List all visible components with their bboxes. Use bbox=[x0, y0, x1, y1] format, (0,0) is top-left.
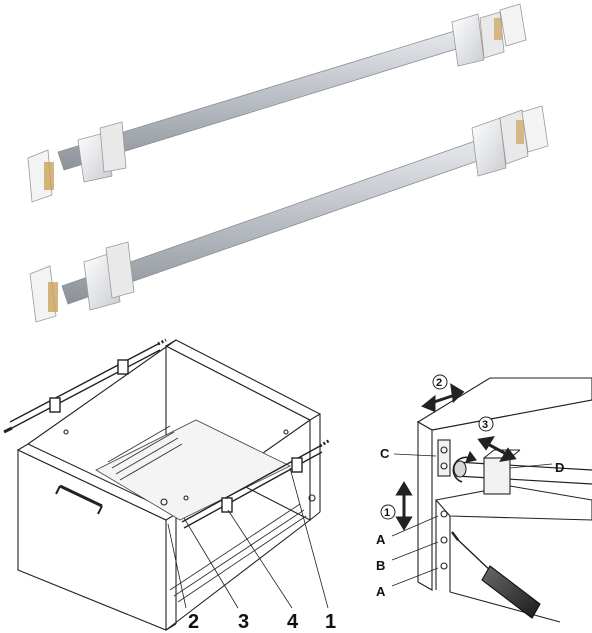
detail-arrow-2-label: 2 bbox=[436, 377, 442, 389]
rod-photo bbox=[27, 3, 549, 323]
detail-arrow-1-label: 1 bbox=[384, 507, 390, 519]
rod-clip-d bbox=[483, 457, 511, 495]
point-c: C bbox=[380, 446, 390, 461]
callout-4: 4 bbox=[287, 611, 299, 633]
detail-drawing bbox=[391, 377, 592, 623]
arrow-2 bbox=[421, 383, 465, 413]
upper-stabilizer-rod bbox=[3, 338, 167, 434]
callout-3: 3 bbox=[238, 611, 249, 633]
point-d: D bbox=[555, 460, 564, 475]
lower-stabilizer-rod bbox=[181, 438, 331, 529]
point-a-bottom: A bbox=[376, 584, 386, 599]
detail-arrow-3-label: 3 bbox=[482, 419, 488, 431]
rod-bottom bbox=[29, 105, 549, 323]
callout-2: 2 bbox=[188, 611, 199, 633]
drawer-drawing bbox=[3, 338, 331, 631]
bracket-c bbox=[437, 439, 451, 477]
rod-top bbox=[27, 3, 527, 203]
callout-1: 1 bbox=[325, 611, 336, 633]
drawer-handle bbox=[55, 484, 103, 515]
screwdriver bbox=[451, 531, 541, 619]
arrow-3 bbox=[477, 435, 517, 463]
drawer-runners bbox=[107, 425, 307, 603]
detail-rod bbox=[453, 449, 592, 495]
arrow-1 bbox=[395, 481, 413, 531]
point-b: B bbox=[376, 558, 385, 573]
point-a-top: A bbox=[376, 532, 386, 547]
